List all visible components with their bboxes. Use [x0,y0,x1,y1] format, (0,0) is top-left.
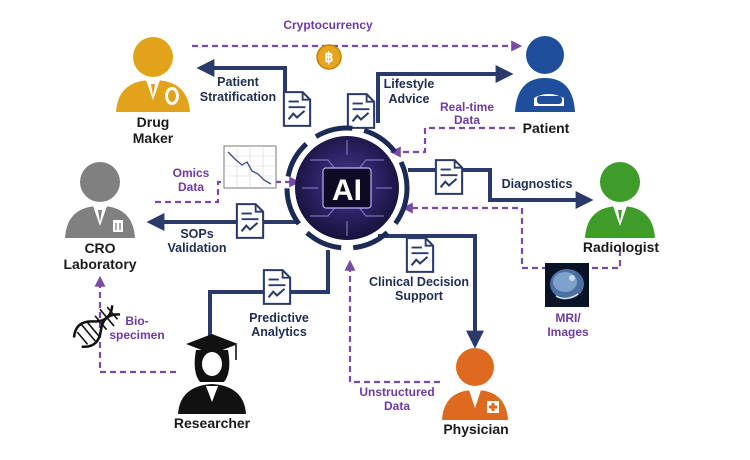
sops-validation-label-2: Validation [167,241,226,255]
patient-stratification-label-1: Patient [217,75,260,89]
clinical-decision-label-2: Support [395,289,444,303]
radiologist-label: Radiologist [583,239,660,255]
unstructured-data-label-2: Data [384,399,410,413]
graduation-cap-icon [186,334,238,360]
sops-validation-label-1: SOPs [180,227,213,241]
real-time-data-label-1: Real-time [440,100,494,114]
patient-stratification-label-2: Stratification [200,90,276,104]
predictive-analytics-label-2: Analytics [251,325,307,339]
document-chart-icon [346,93,376,129]
flow-arrow-real-time-data [389,126,515,158]
mri-images-label-1: MRI/ [555,311,581,325]
mri-images-label-2: Images [547,325,589,339]
bitcoin-icon: ฿ [316,44,342,70]
line-chart-icon [223,145,277,189]
cro-label-2: Laboratory [63,256,136,272]
real-time-data-label-2: Data [454,113,480,127]
mri-scan-icon [545,263,589,307]
flow-arrow-mri-images [401,202,622,270]
omics-data-label-1: Omics [173,166,210,180]
document-chart-icon [405,237,435,273]
diagnostics-label: Diagnostics [502,177,573,191]
physician-actor [442,348,508,420]
lifestyle-advice-label-1: Lifestyle [384,77,435,91]
cro-label-1: CRO [84,240,115,256]
radiologist-actor [585,162,655,238]
patient-actor [515,36,575,112]
biospecimen-label-2: specimen [109,328,164,342]
ai-label: AI [332,174,362,207]
drug-maker-label-2: Maker [133,130,174,146]
biospecimen-label-1: Bio- [125,314,148,328]
flow-arrow-clinical-decision [378,234,484,349]
svg-text:฿: ฿ [325,49,334,65]
predictive-analytics-label-1: Predictive [249,311,309,325]
researcher-label: Researcher [174,415,251,431]
dna-icon [72,305,121,348]
medical-cross-icon [487,401,499,413]
flow-arrow-lifestyle-advice [376,65,514,123]
cryptocurrency-label: Cryptocurrency [283,18,373,32]
ai-hub: AI [284,125,410,251]
drug-maker-label-1: Drug [137,114,170,130]
document-chart-icon [282,91,312,127]
flow-arrow-biospecimen [94,275,176,374]
lifestyle-advice-label-2: Advice [389,92,430,106]
unstructured-data-label-1: Unstructured [359,385,434,399]
cro-laboratory-actor [65,162,135,238]
document-chart-icon [235,203,265,239]
physician-label: Physician [443,421,508,437]
flow-arrow-unstructured-data [344,259,440,384]
omics-data-label-2: Data [178,180,204,194]
patient-label: Patient [523,120,570,136]
document-chart-icon [434,159,464,195]
drug-maker-actor [116,37,190,112]
clinical-decision-label-1: Clinical Decision [369,275,469,289]
document-chart-icon [262,269,292,305]
researcher-actor [178,334,246,414]
